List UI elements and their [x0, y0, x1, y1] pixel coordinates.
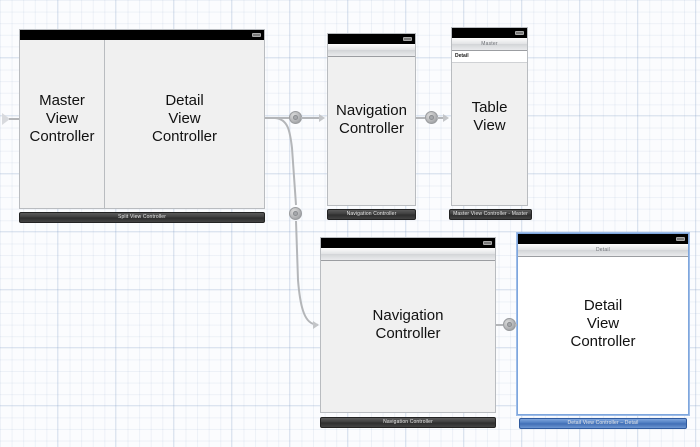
- segue-line-nav-top-to-table-a: [416, 117, 425, 119]
- navigation-controller-bottom-body[interactable]: Navigation Controller: [320, 237, 496, 413]
- dock-navigation-controller-bottom[interactable]: Navigation Controller: [320, 417, 496, 428]
- segue-line-nav-top-to-table-b: [437, 117, 443, 119]
- caption-line-1: Navigation: [336, 101, 407, 119]
- status-bar: [321, 238, 495, 248]
- navigation-controller-top-body[interactable]: Navigation Controller: [327, 33, 416, 206]
- dock-label-master-view-controller: Master View Controller - Master: [453, 211, 528, 217]
- master-pane-caption: Master View Controller: [20, 92, 104, 146]
- battery-icon: [676, 237, 685, 241]
- dock-navigation-controller-top[interactable]: Navigation Controller: [327, 209, 416, 220]
- segue-badge-split-to-nav-bottom[interactable]: [289, 207, 302, 220]
- scene-navigation-controller-bottom[interactable]: Navigation Controller: [320, 237, 496, 413]
- detail-caption-line-3: Controller: [151, 128, 218, 145]
- master-caption-line-3: Controller: [29, 128, 95, 145]
- scene-detail-view-controller[interactable]: Detail Detail View Controller: [517, 233, 689, 415]
- table-view-cell-label: Detail: [455, 53, 469, 59]
- table-view-cell[interactable]: Detail: [452, 51, 527, 63]
- navigation-bar: [321, 248, 495, 261]
- segue-arrow-into-table-view: [443, 114, 449, 122]
- detail-pane-caption: Detail View Controller: [105, 92, 264, 146]
- navigation-bar-title: Master: [481, 41, 498, 47]
- detail-caption-line-1: Detail: [165, 92, 204, 109]
- battery-icon: [252, 33, 261, 37]
- segue-arrow-into-nav-top: [319, 114, 325, 122]
- navigation-bar: Detail: [518, 244, 688, 257]
- status-bar: [518, 234, 688, 244]
- status-bar: [20, 30, 264, 40]
- segue-badge-nav-bottom-to-detail[interactable]: [503, 318, 516, 331]
- segue-curve-path-upper: [266, 117, 297, 206]
- navigation-bar: Master: [452, 38, 527, 51]
- navigation-bar: [328, 44, 415, 57]
- navigation-bar-title: Detail: [596, 247, 610, 253]
- segue-curve-path-lower: [295, 220, 319, 326]
- initial-view-controller-arrow-icon: [2, 113, 10, 125]
- caption-line-1: Table: [471, 98, 508, 116]
- status-bar: [452, 28, 527, 38]
- segue-arrow-into-nav-bottom: [313, 321, 319, 329]
- segue-line-nav-bottom-to-detail-b: [515, 324, 517, 326]
- master-view-controller-body[interactable]: Master Detail Table View: [451, 27, 528, 206]
- battery-icon: [515, 31, 524, 35]
- detail-caption-line-2: View: [168, 110, 201, 127]
- navigation-controller-bottom-caption: Navigation Controller: [321, 307, 495, 343]
- scene-master-view-controller[interactable]: Master Detail Table View: [451, 27, 528, 206]
- status-bar: [328, 34, 415, 44]
- caption-line-2: View: [473, 116, 506, 134]
- entry-connector-line: [9, 118, 21, 120]
- dock-label-navigation-controller-top: Navigation Controller: [346, 211, 397, 217]
- split-view-divider: [104, 40, 105, 208]
- caption-line-2: Controller: [338, 119, 405, 137]
- dock-split-view-controller[interactable]: Split View Controller: [19, 212, 265, 223]
- master-caption-line-2: View: [45, 110, 79, 127]
- dock-label-detail-view-controller: Detail View Controller – Detail: [567, 420, 639, 426]
- detail-view-content: [518, 257, 688, 414]
- split-view-controller-body[interactable]: Master View Controller Detail View Contr…: [19, 29, 265, 209]
- dock-detail-view-controller[interactable]: Detail View Controller – Detail: [519, 418, 687, 429]
- dock-master-view-controller[interactable]: Master View Controller - Master: [449, 209, 532, 220]
- master-caption-line-1: Master: [39, 92, 85, 109]
- dock-label-split-view-controller: Split View Controller: [117, 214, 167, 220]
- detail-view-controller-body[interactable]: Detail Detail View Controller: [517, 233, 689, 415]
- caption-line-1: Navigation: [372, 307, 444, 324]
- scene-navigation-controller-top[interactable]: Navigation Controller: [327, 33, 416, 206]
- dock-label-navigation-controller-bottom: Navigation Controller: [383, 419, 433, 425]
- segue-line-nav-bottom-to-detail-a: [496, 324, 503, 326]
- segue-line-split-to-nav-top-b: [301, 117, 319, 119]
- battery-icon: [483, 241, 492, 245]
- caption-line-2: Controller: [375, 325, 441, 342]
- navigation-controller-top-caption: Navigation Controller: [328, 102, 415, 138]
- scene-split-view-controller[interactable]: Master View Controller Detail View Contr…: [19, 29, 265, 209]
- battery-icon: [403, 37, 412, 41]
- table-view-caption: Table View: [452, 99, 527, 135]
- segue-line-split-to-nav-top-a: [265, 117, 289, 119]
